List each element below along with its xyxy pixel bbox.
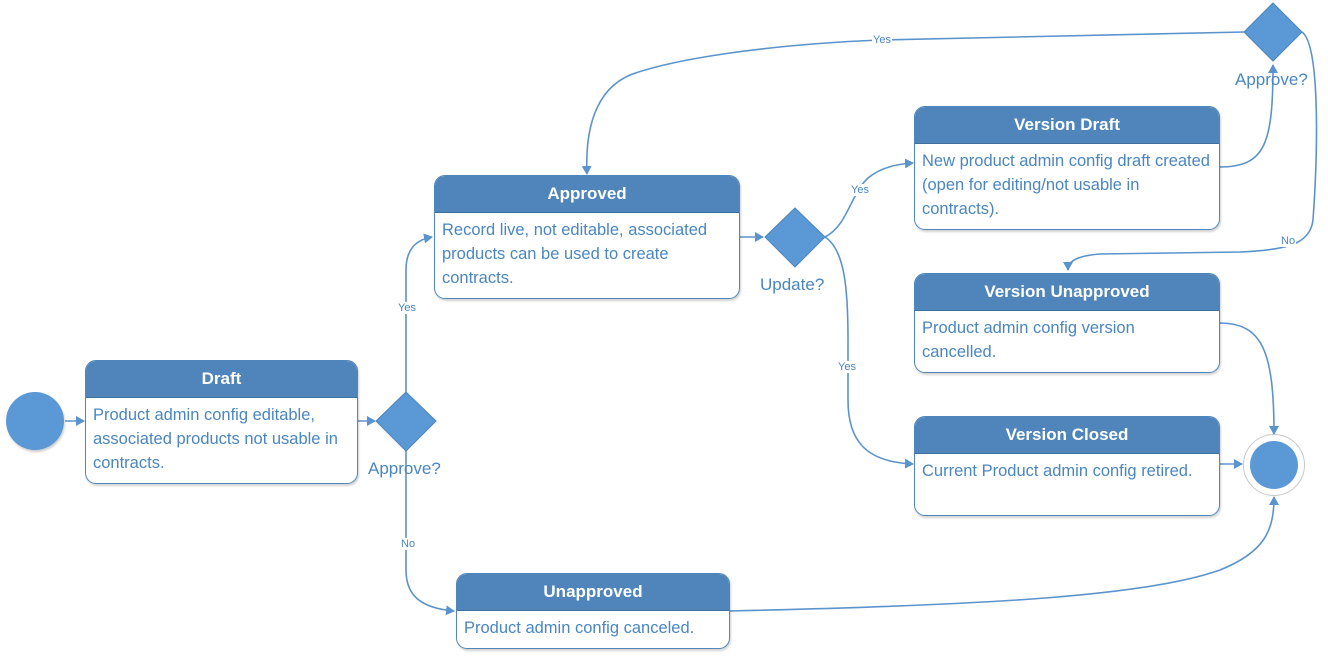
state-version-closed: Version Closed Current Product admin con… [914, 416, 1220, 516]
decision-label-approve-2: Approve? [1235, 70, 1308, 89]
edge-approve-no-to-unapproved [405, 451, 455, 616]
state-title: Version Unapproved [915, 274, 1219, 311]
state-approved: Approved Record live, not editable, asso… [434, 175, 740, 299]
state-title: Draft [86, 361, 357, 398]
edge-label-approve1-no: No [400, 538, 417, 550]
decision-diamond-approve-2 [1243, 2, 1303, 62]
state-draft: Draft Product admin config editable, ass… [85, 360, 358, 484]
state-description: New product admin config draft created (… [922, 152, 1210, 218]
edge-approve2-no-to-version-unapproved [1063, 31, 1318, 271]
edge-label-approve1-yes: Yes [397, 302, 417, 314]
edge-version-draft-to-approve2 [1218, 64, 1278, 168]
edge-unapproved-to-final [728, 496, 1279, 612]
edge-label-approve2-yes: Yes [872, 34, 892, 46]
state-title: Version Draft [915, 107, 1219, 144]
state-description: Product admin config canceled. [464, 619, 695, 637]
edge-version-unapproved-to-final [1218, 322, 1279, 435]
decision-diamond-update [764, 207, 826, 268]
state-version-unapproved: Version Unapproved Product admin config … [914, 273, 1220, 373]
state-description: Product admin config version cancelled. [922, 319, 1135, 361]
final-state-node [1250, 441, 1298, 489]
state-description: Product admin config editable, associate… [93, 406, 338, 472]
edge-update-yes-to-version-draft [824, 158, 914, 238]
state-version-draft: Version Draft New product admin config d… [914, 106, 1220, 230]
edge-label-update-yes-draft: Yes [850, 184, 870, 196]
state-title: Version Closed [915, 417, 1219, 454]
edge-update-yes-to-version-closed [824, 236, 914, 469]
state-description: Current Product admin config retired. [922, 462, 1193, 480]
state-title: Approved [435, 176, 739, 213]
state-unapproved: Unapproved Product admin config canceled… [456, 573, 730, 649]
edge-label-update-yes-closed: Yes [837, 361, 857, 373]
edge-approve2-yes-to-approved [581, 31, 1245, 175]
decision-label-approve-1: Approve? [368, 459, 441, 478]
edge-approve-yes-to-approved [405, 233, 433, 392]
state-title: Unapproved [457, 574, 729, 611]
state-description: Record live, not editable, associated pr… [442, 221, 708, 287]
initial-state-node [6, 392, 64, 450]
decision-diamond-approve-1 [375, 391, 437, 452]
edge-label-approve2-no: No [1280, 235, 1297, 247]
decision-label-update: Update? [760, 275, 825, 294]
